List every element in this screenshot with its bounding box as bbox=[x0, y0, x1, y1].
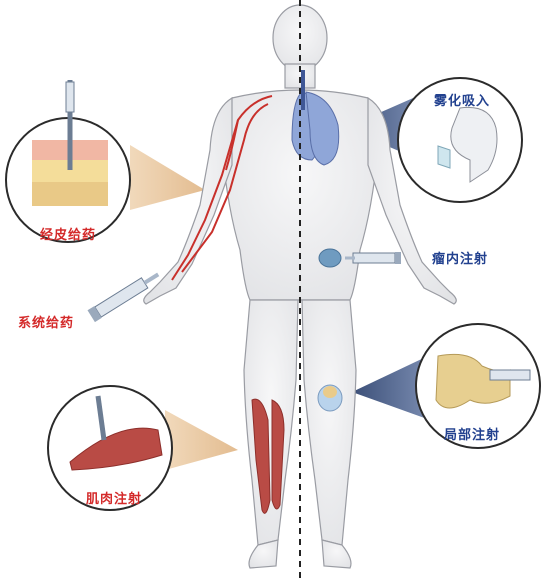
circle-transdermal bbox=[5, 80, 131, 243]
label-systemic: 系统给药 bbox=[18, 316, 75, 331]
label-transdermal: 经皮给药 bbox=[40, 228, 97, 243]
syringe-tumor bbox=[345, 252, 401, 264]
knee-joint-illustration bbox=[317, 384, 343, 412]
label-inhalation: 雾化吸入 bbox=[434, 94, 491, 109]
label-intratumoral: 瘤内注射 bbox=[432, 252, 489, 267]
callout-local bbox=[352, 355, 430, 420]
calf-muscle-illustration bbox=[251, 398, 285, 514]
callout-transdermal bbox=[130, 145, 205, 210]
circle-intramuscular bbox=[47, 385, 173, 511]
label-local: 局部注射 bbox=[444, 428, 501, 443]
label-intramuscular: 肌肉注射 bbox=[86, 492, 143, 507]
human-body bbox=[143, 4, 457, 569]
circle-local bbox=[415, 323, 541, 449]
vessel-network bbox=[171, 95, 273, 281]
syringe-systemic bbox=[87, 272, 160, 323]
circle-inhalation bbox=[397, 77, 523, 203]
callout-intramuscular bbox=[165, 410, 238, 470]
tumor-illustration bbox=[318, 248, 342, 268]
